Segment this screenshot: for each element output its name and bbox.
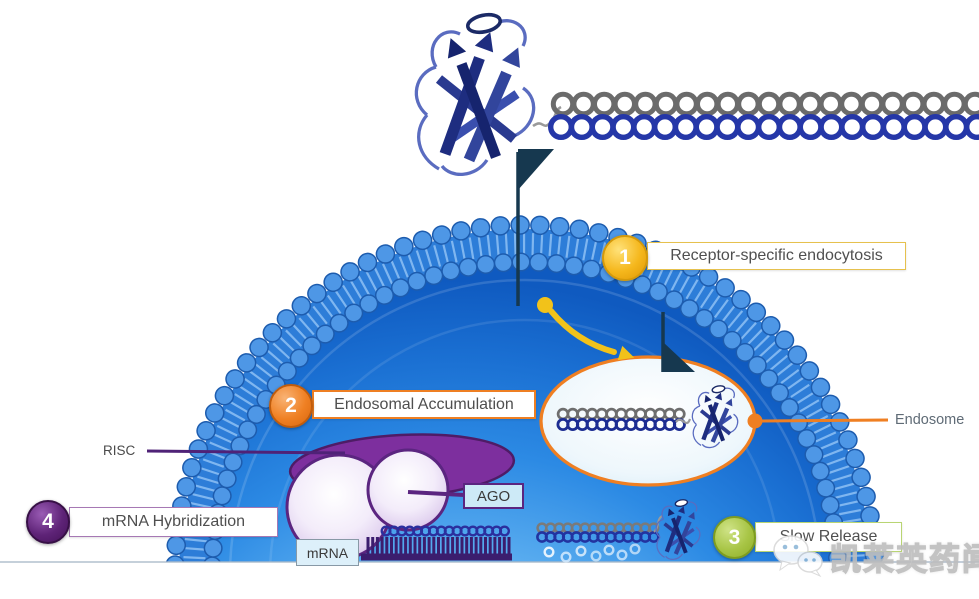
risc-pointer-line: [146, 449, 346, 455]
cell-highlight-arc: [229, 278, 821, 562]
yellow-trafficking-arrow: [537, 297, 635, 361]
linker-endosome: [675, 418, 692, 425]
ago-label: AGO: [463, 483, 524, 509]
risc-label: RISC: [103, 443, 136, 458]
flag-marker-1: [516, 149, 554, 306]
cell-membrane: [165, 215, 885, 562]
step-label-2: Endosomal Accumulation: [312, 390, 536, 419]
step-badge-1: 1: [602, 235, 648, 281]
step-badge-4: 4: [26, 500, 70, 544]
step-badge-2: 2: [269, 384, 313, 428]
endosome-vesicle: [539, 355, 757, 487]
wechat-icon: [773, 535, 823, 578]
sirna-duplex-top: [548, 91, 979, 140]
flag-marker-2: [661, 312, 695, 372]
fading-rings: [543, 543, 641, 563]
protein-ribbon-top: [416, 12, 533, 174]
watermark: 凯莱英药闻: [772, 533, 979, 579]
step-label-1: Receptor-specific endocytosis: [647, 242, 906, 270]
mrna-label: mRNA: [296, 539, 359, 566]
mrna-comb: [361, 525, 512, 561]
endosome-label: Endosome: [895, 412, 965, 428]
cell-highlight-arc: [269, 318, 781, 562]
sirna-duplex-released: [536, 515, 663, 563]
risc-complex: [285, 433, 516, 561]
step-badge-3: 3: [713, 516, 756, 559]
watermark-text: 凯莱英药闻: [829, 541, 979, 577]
endosome-pointer-line: [747, 413, 889, 429]
ago-pointer-line: [407, 490, 465, 497]
step-label-4: mRNA Hybridization: [69, 507, 278, 537]
